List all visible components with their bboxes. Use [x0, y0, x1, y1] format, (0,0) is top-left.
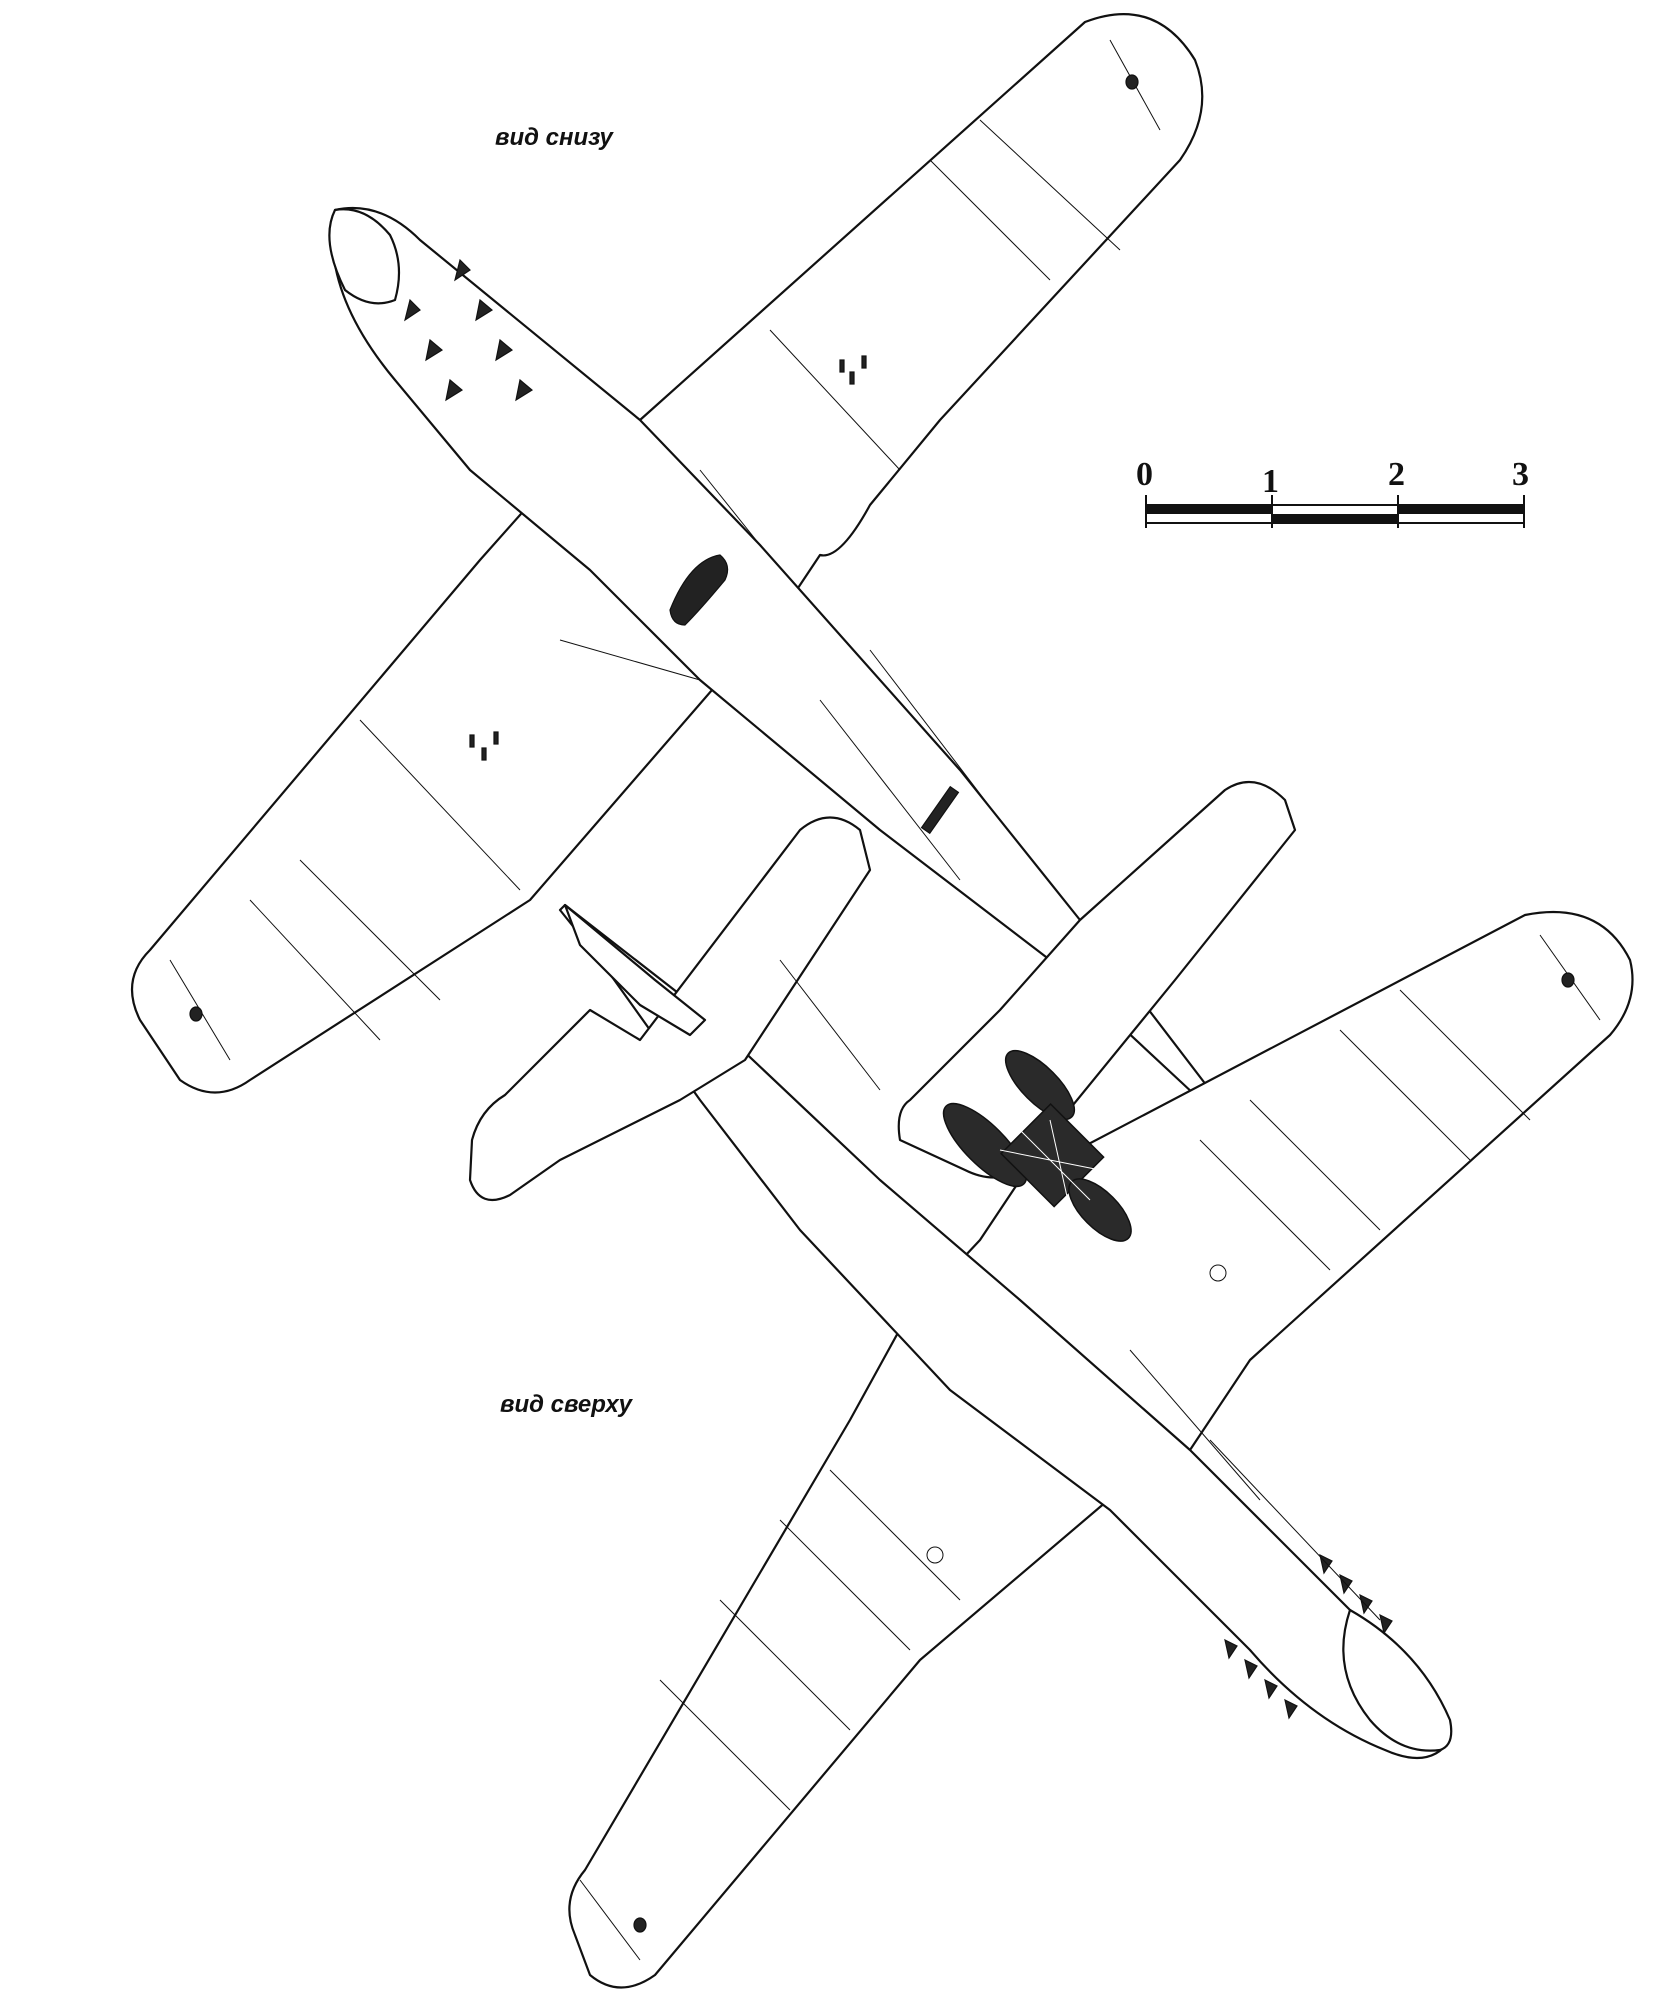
canopy-left-panel: [942, 1102, 1028, 1188]
bottom-view-wingtip-light-left: [189, 1006, 203, 1022]
top-view-wingtip-light-left: [633, 1917, 647, 1933]
scale-tick-1: 1: [1262, 463, 1279, 500]
bottom-view-gun-ports: [469, 355, 867, 761]
top-view-fuel-cap-left: [926, 1546, 944, 1564]
scale-bar: 0 1 2 3: [1136, 456, 1529, 528]
top-view-fuel-cap-right: [1209, 1264, 1227, 1282]
bottom-view-wingtip-light-right: [1125, 74, 1139, 90]
scale-tick-0: 0: [1136, 456, 1153, 493]
top-view-fin: [563, 903, 707, 1037]
scale-tick-3: 3: [1512, 456, 1529, 493]
bottom-view-exhaust-stacks: [404, 258, 534, 402]
top-view-label: вид сверху: [500, 1391, 634, 1418]
bottom-view-tailwheel-door: [920, 785, 960, 835]
bottom-view: [130, 13, 1297, 1179]
bottom-view-spinner: [328, 208, 401, 305]
canopy-windscreen: [1004, 1049, 1076, 1121]
scale-bar-segment-1-2: [1272, 514, 1398, 523]
top-view-canopy: [942, 1049, 1132, 1242]
top-view-spinner: [1342, 1608, 1453, 1752]
top-view-wingtip-light-right: [1561, 972, 1575, 988]
bottom-view-label: вид снизу: [495, 124, 614, 151]
bottom-view-radiator-inlet: [669, 554, 729, 626]
top-view: [468, 816, 1634, 1989]
scale-tick-2: 2: [1388, 456, 1405, 493]
scale-bar-segment-2-3: [1398, 505, 1524, 514]
scale-bar-segment-0-1: [1146, 505, 1272, 514]
top-view-exhaust-stacks: [1224, 1553, 1393, 1720]
